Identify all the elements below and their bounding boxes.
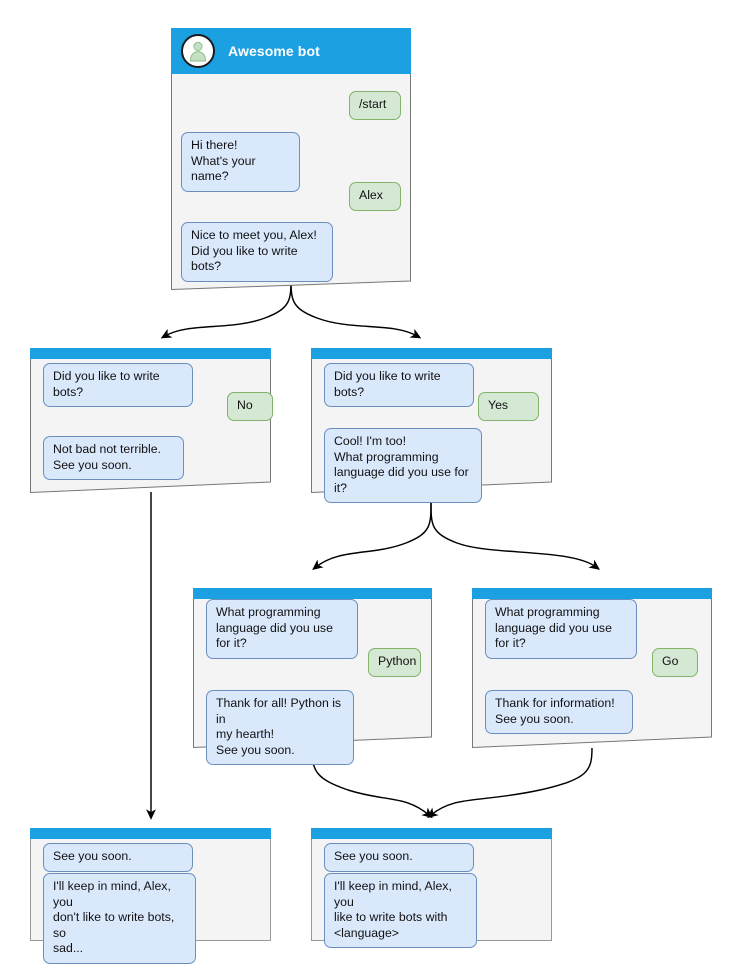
message-user-yes: Yes bbox=[478, 392, 539, 421]
message-bot-cool: Cool! I'm too! What programming language… bbox=[324, 428, 482, 503]
connector-yes-to-python bbox=[312, 501, 432, 571]
connector-go-to-end-yes bbox=[427, 747, 593, 819]
card-end-yes[interactable]: See you soon. I'll keep in mind, Alex, y… bbox=[311, 828, 552, 948]
bot-name-label: Awesome bot bbox=[228, 43, 320, 59]
person-avatar-icon bbox=[181, 34, 215, 68]
card-header-bar bbox=[193, 588, 432, 599]
message-bot-question: Did you like to write bots? bbox=[43, 363, 193, 407]
message-bot-keepinmind: I'll keep in mind, Alex, you like to wri… bbox=[324, 873, 477, 948]
message-bot-langquestion: What programming language did you use fo… bbox=[206, 599, 358, 659]
card-header-bar bbox=[472, 588, 712, 599]
message-user-python: Python bbox=[368, 648, 421, 677]
message-user-go: Go bbox=[652, 648, 698, 677]
card-header-bar bbox=[30, 348, 271, 359]
card-header-start: Awesome bot bbox=[171, 28, 411, 74]
card-header-bar bbox=[311, 828, 552, 839]
message-bot-keepinmind: I'll keep in mind, Alex, you don't like … bbox=[43, 873, 196, 964]
message-bot-nice-to-meet: Nice to meet you, Alex! Did you like to … bbox=[181, 222, 333, 282]
card-answer-no[interactable]: Did you like to write bots? No Not bad n… bbox=[30, 348, 273, 493]
card-end-no[interactable]: See you soon. I'll keep in mind, Alex, y… bbox=[30, 828, 271, 964]
card-start[interactable]: Awesome bot /start Hi there! What's your… bbox=[171, 28, 411, 290]
message-bot-langquestion: What programming language did you use fo… bbox=[485, 599, 637, 659]
message-user-start: /start bbox=[349, 91, 401, 120]
card-answer-python[interactable]: What programming language did you use fo… bbox=[193, 588, 432, 765]
card-answer-go[interactable]: What programming language did you use fo… bbox=[472, 588, 712, 748]
message-bot-greeting: Hi there! What's your name? bbox=[181, 132, 300, 192]
message-user-no: No bbox=[227, 392, 273, 421]
card-header-bar bbox=[30, 828, 271, 839]
card-answer-yes[interactable]: Did you like to write bots? Yes Cool! I'… bbox=[311, 348, 552, 503]
message-bot-notbad: Not bad not terrible. See you soon. bbox=[43, 436, 184, 480]
message-bot-thankall: Thank for all! Python is in my hearth! S… bbox=[206, 690, 354, 765]
card-header-bar bbox=[311, 348, 552, 359]
message-user-name: Alex bbox=[349, 182, 401, 211]
message-bot-seeyou: See you soon. bbox=[324, 843, 474, 872]
connector-yes-to-go bbox=[430, 501, 600, 570]
message-bot-thankinfo: Thank for information! See you soon. bbox=[485, 690, 633, 734]
message-bot-seeyou: See you soon. bbox=[43, 843, 193, 872]
message-bot-question: Did you like to write bots? bbox=[324, 363, 474, 407]
